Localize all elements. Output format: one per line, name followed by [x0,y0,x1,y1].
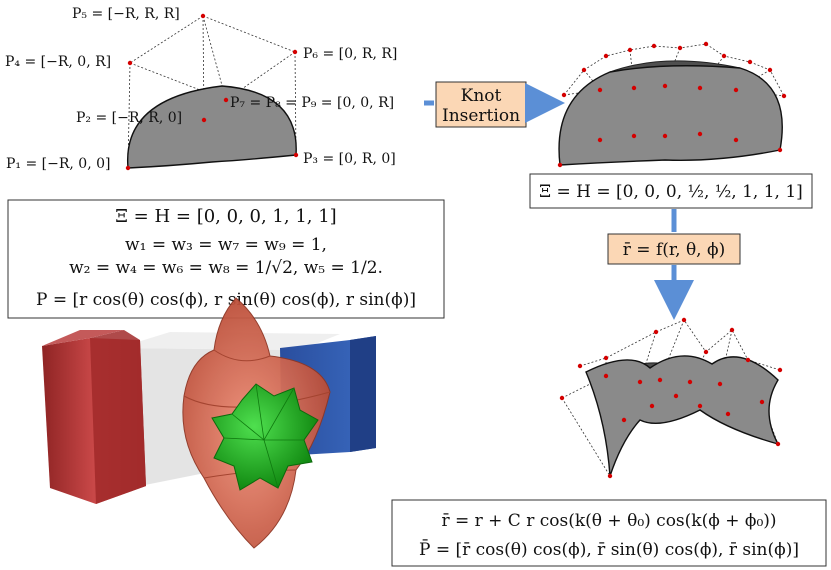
original-patch: P₅ = [−R, R, R] P₄ = [−R, 0, R] P₆ = [0,… [5,6,397,172]
label-p1: P₁ = [−R, 0, 0] [6,156,110,172]
equations-right-box [391,499,827,567]
mapping-box [607,233,741,265]
refined-patch [557,41,787,168]
eq-perturbed-radius: r̄ = r + C r cos(k(θ + θ₀) cos(k(ϕ + ϕ₀)… [441,511,776,531]
refined-knot-vector: Ξ = H = [0, 0, 0, ½, ½, 1, 1, 1] [539,182,803,202]
refined-control-points [557,41,787,168]
control-points [125,13,299,171]
eq-mapping-p: P = [r cos(θ) cos(ϕ), r sin(θ) cos(ϕ), r… [36,290,416,310]
label-p789: P₇ = P₈ = P₉ = [0, 0, R] [230,95,394,111]
mapping-step: r̄ = f(r, θ, ϕ) [607,209,741,320]
deformed-surface [585,355,780,477]
green-core [211,383,319,491]
mapping-formula: r̄ = f(r, θ, ϕ) [623,240,725,260]
label-p4: P₄ = [−R, 0, R] [5,54,111,70]
knot-box-line2: Insertion [442,106,520,126]
refined-knot-box [529,173,813,209]
eq-perturbed-mapping: P̄ = [r̄ cos(θ) cos(ϕ), r̄ sin(θ) cos(ϕ)… [419,538,799,560]
surface-patch [127,85,297,169]
label-p3: P₃ = [0, R, 0] [303,151,396,167]
deformed-patch [559,317,783,479]
label-p2: P₂ = [−R, R, 0] [76,110,182,126]
eq-weights-1: w₁ = w₃ = w₇ = w₉ = 1, [125,235,327,255]
label-p6: P₆ = [0, R, R] [303,46,397,62]
eq-weights-2: w₂ = w₄ = w₆ = w₈ = 1/√2, w₅ = 1/2. [69,258,383,278]
knot-insertion-step: Knot Insertion [424,81,565,128]
equations-left-box [7,199,445,319]
deformed-control-points [559,317,783,479]
knot-box-line1: Knot [461,86,502,106]
volume-render [42,297,376,549]
refined-surface [558,65,783,166]
label-p5: P₅ = [−R, R, R] [72,6,180,22]
eq-knot-vector: Ξ = H = [0, 0, 0, 1, 1, 1] [115,206,336,227]
